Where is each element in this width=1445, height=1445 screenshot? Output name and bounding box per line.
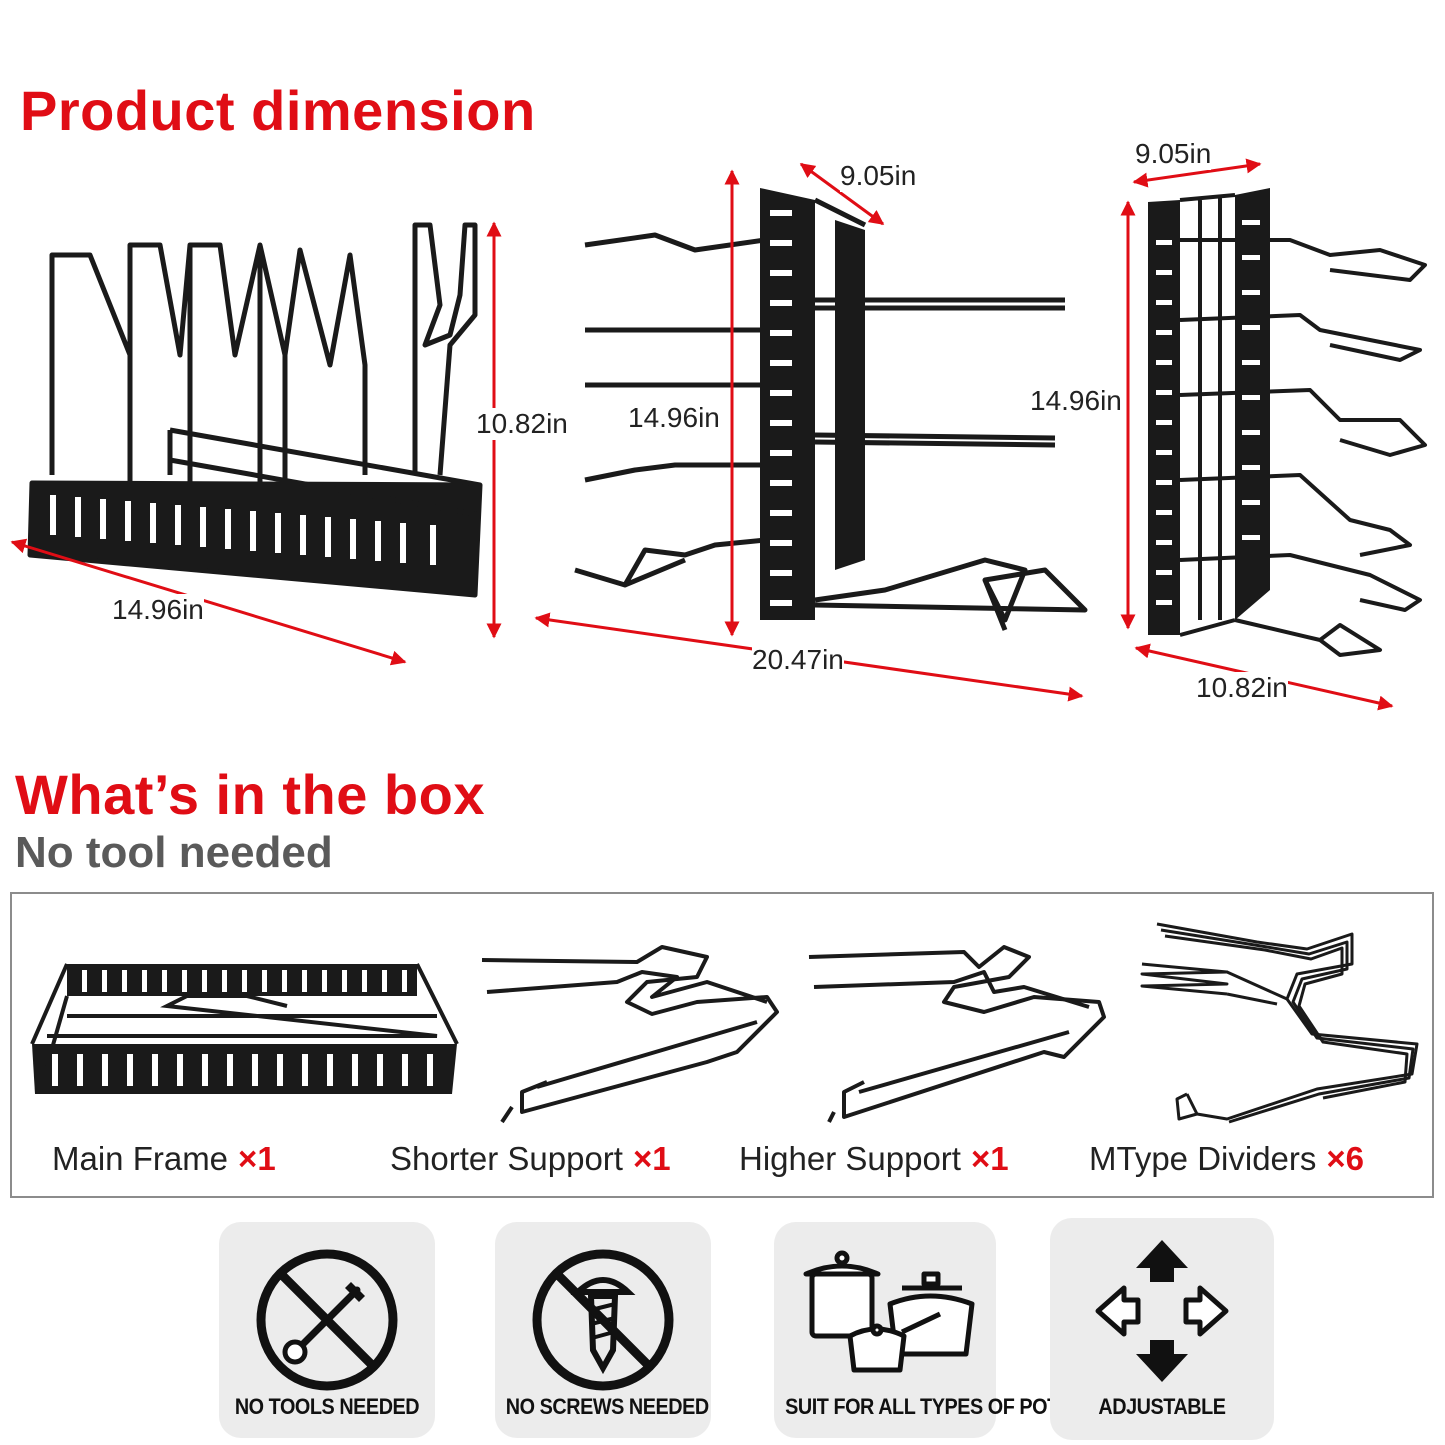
box-item-higher-support: Higher Support×1 [739,1140,1009,1178]
middle-height-label: 14.96in [628,402,720,434]
box-item-main-frame: Main Frame×1 [52,1140,276,1178]
no-tools-icon [256,1249,398,1391]
feature-label: NO SCREWS NEEDED [505,1394,709,1419]
feature-all-pots: SUIT FOR ALL TYPES OF POTS [774,1222,1072,1438]
box-item-qty: ×6 [1326,1140,1365,1177]
right-depth-label: 9.05in [1135,138,1212,170]
middle-length-label: 20.47in [752,644,844,676]
higher-support-illustration [808,945,1106,1123]
shorter-support-illustration [481,945,779,1124]
right-height-arrow [1120,200,1136,630]
feature-label: NO TOOLS NEEDED [234,1394,420,1419]
adjustable-arrows-icon [1095,1240,1229,1382]
left-width-arrow [10,538,407,666]
box-item-label: Shorter Support [390,1140,623,1177]
box-item-label: Main Frame [52,1140,229,1177]
middle-height-arrow [724,169,740,637]
feature-no-tools: NO TOOLS NEEDED [219,1222,435,1438]
box-item-shorter-support: Shorter Support×1 [390,1140,671,1178]
feature-no-screws: NO SCREWS NEEDED [495,1222,711,1438]
rack-end-view-drawing [1148,188,1427,657]
right-width-label: 10.82in [1196,672,1288,704]
box-item-qty: ×1 [238,1140,276,1177]
feature-label: SUIT FOR ALL TYPES OF POTS [785,1394,1072,1419]
no-screws-icon [532,1249,674,1391]
middle-depth-arrow [799,162,885,226]
right-depth-arrow [1132,158,1262,188]
box-item-qty: ×1 [970,1140,1009,1177]
mtype-dividers-illustration [1140,922,1419,1124]
in-the-box-heading: What’s in the box [15,763,485,826]
box-item-qty: ×1 [632,1140,671,1177]
left-width-label: 14.96in [112,594,204,626]
pots-icon [803,1250,975,1373]
middle-depth-label: 9.05in [840,160,917,192]
feature-label: ADJUSTABLE [1098,1394,1226,1419]
right-height-label: 14.96in [1030,385,1122,417]
box-item-label: MType Dividers [1089,1140,1317,1177]
box-item-mtype-dividers: MType Dividers×6 [1089,1140,1364,1178]
box-contents-panel: Main Frame×1 Shorter Support×1 Higher Su… [10,892,1434,1198]
in-the-box-subheading: No tool needed [15,828,333,877]
main-frame-illustration [30,963,459,1094]
feature-adjustable: ADJUSTABLE [1050,1218,1274,1440]
box-item-label: Higher Support [739,1140,961,1177]
left-height-label: 10.82in [476,408,568,440]
product-dimension-heading: Product dimension [20,79,536,142]
rack-side-view-drawing [574,188,1088,631]
